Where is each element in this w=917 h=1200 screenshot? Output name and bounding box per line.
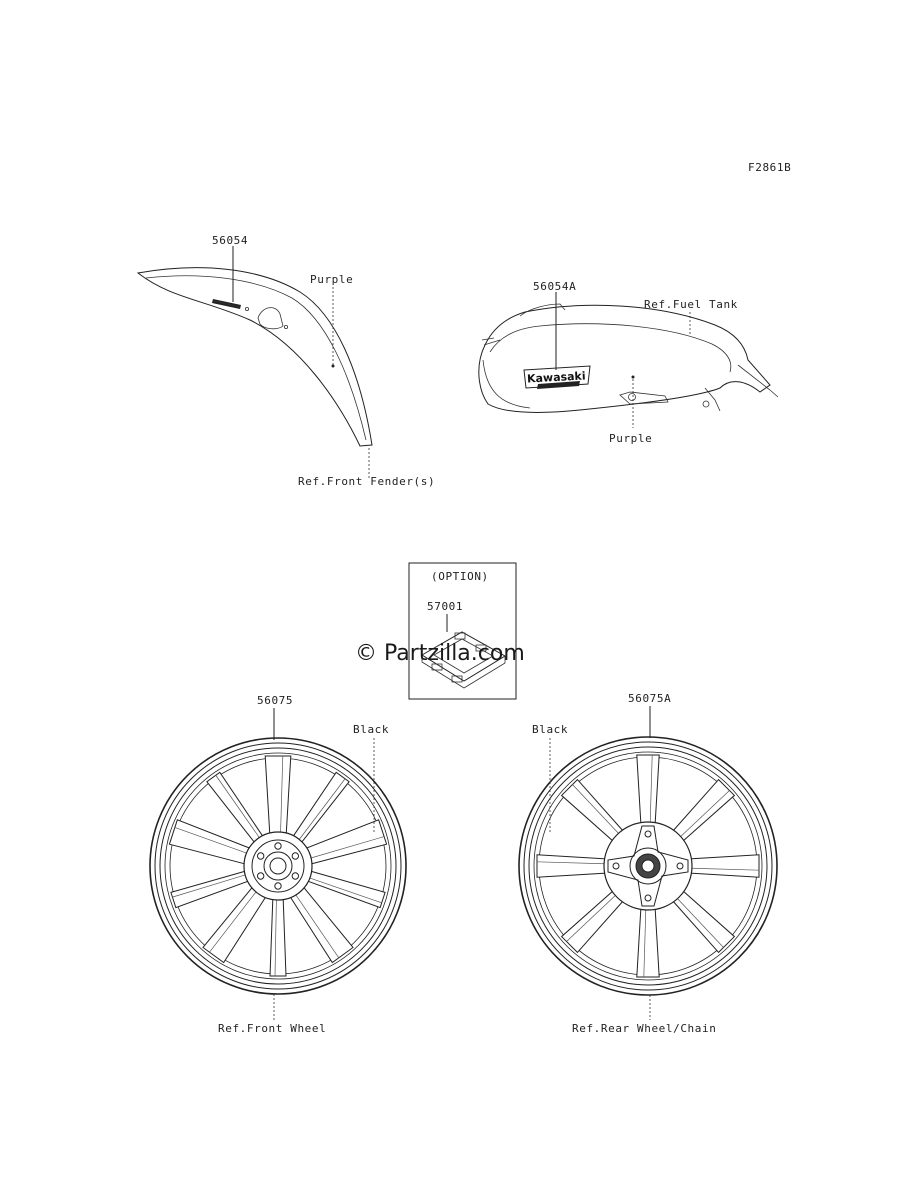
hub-bolt xyxy=(256,872,265,880)
fender-part-number: 56054 xyxy=(212,234,248,247)
hub-bolt xyxy=(291,852,300,860)
wheel-spoke xyxy=(670,888,736,954)
wheel-spoke-edge xyxy=(674,895,724,948)
option-kit-drawing xyxy=(421,631,506,689)
watermark: © Partzilla.com xyxy=(355,641,525,666)
option-part-number: 57001 xyxy=(427,600,463,613)
front-fender-drawing xyxy=(136,267,373,447)
wheel-spoke xyxy=(670,778,736,844)
wheel-spoke xyxy=(560,888,626,954)
wheel-spoke xyxy=(536,854,609,878)
front-wheel-color-label: Black xyxy=(353,723,389,736)
wheel-spoke-edge xyxy=(649,754,653,827)
wheel-spoke-edge xyxy=(292,889,340,959)
wheel-spoke xyxy=(287,883,354,964)
hub-bolt xyxy=(274,842,282,850)
fender-ref-label: Ref.Front Fender(s) xyxy=(298,475,435,488)
option-box: (OPTION) 57001 xyxy=(408,562,517,700)
wheel-spoke-edge xyxy=(572,784,622,837)
wheel-spoke xyxy=(168,819,255,866)
tank-emblem: Kawasaki xyxy=(523,365,591,389)
wheel-spoke-edge xyxy=(215,775,264,843)
tank-part-number: 56054A xyxy=(533,280,576,293)
fender-color-label: Purple xyxy=(310,273,353,286)
fuel-tank-drawing: Kawasaki xyxy=(478,303,779,413)
front-wheel-drawing xyxy=(149,737,407,995)
rear-wheel-part-number: 56075A xyxy=(628,692,671,705)
wheel-spoke-edge xyxy=(274,893,277,977)
wheel-spoke-edge xyxy=(643,905,647,978)
option-title: (OPTION) xyxy=(431,570,489,583)
rear-wheel-drawing xyxy=(518,736,778,996)
wheel-spoke xyxy=(687,854,760,878)
hub-bolt xyxy=(256,852,265,860)
front-wheel-spokes xyxy=(168,755,388,977)
front-wheel-ref-label: Ref.Front Wheel xyxy=(218,1022,326,1035)
wheel-spoke xyxy=(264,755,292,839)
wheel-spoke-edge xyxy=(687,867,760,871)
wheel-spoke-edge xyxy=(174,827,253,856)
wheel-spoke xyxy=(202,883,269,964)
wheel-spoke-edge xyxy=(536,861,609,865)
front-wheel-part-number: 56075 xyxy=(257,694,293,707)
tank-color-label: Purple xyxy=(609,432,652,445)
rear-wheel-ref-label: Ref.Rear Wheel/Chain xyxy=(572,1022,716,1035)
wheel-spoke xyxy=(636,905,660,978)
wheel-spoke-edge xyxy=(305,836,385,860)
tank-brand-text: Kawasaki xyxy=(527,369,586,385)
wheel-spoke xyxy=(269,893,287,977)
wheel-spoke xyxy=(560,778,626,844)
wheel-spoke-edge xyxy=(172,872,252,898)
front-wheel-bolts xyxy=(256,842,300,890)
hub-bolt xyxy=(274,882,282,890)
wheel-spoke xyxy=(636,754,660,827)
wheel-spoke-edge xyxy=(566,892,619,942)
rear-wheel-color-label: Black xyxy=(532,723,568,736)
fender-emblem xyxy=(212,299,241,309)
wheel-spoke-edge xyxy=(304,875,382,904)
hub-bolt xyxy=(291,872,300,880)
tank-ref-label: Ref.Fuel Tank xyxy=(644,298,738,311)
wheel-spoke-edge xyxy=(209,887,260,953)
wheel-spoke-edge xyxy=(280,755,284,839)
diagram-id: F2861B xyxy=(748,161,791,174)
wheel-spoke-edge xyxy=(295,778,346,845)
wheel-spoke-edge xyxy=(677,790,730,840)
